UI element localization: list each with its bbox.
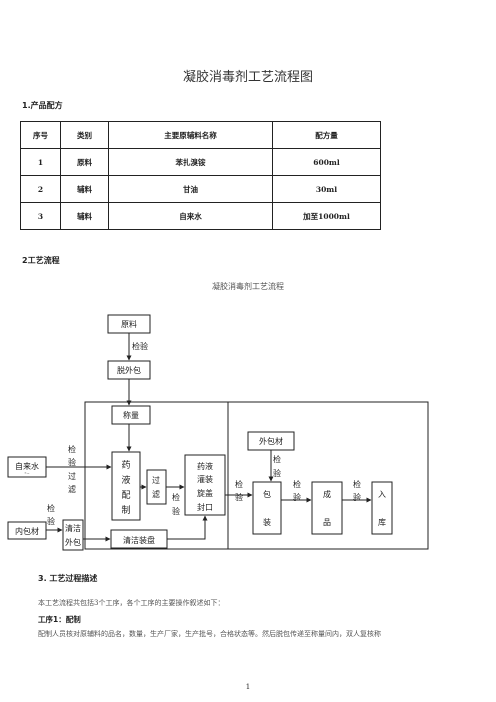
inspect-char: 检	[353, 479, 361, 489]
table-cell: 苯扎溴铵	[108, 148, 273, 176]
fill-label: 灌装	[197, 474, 213, 484]
table-cell: 甘油	[108, 175, 273, 203]
table-row: 2 辅料 甘油 30ml	[20, 175, 381, 203]
tap-water-sub-label: *~	[24, 471, 29, 476]
inner-pack-label: 内包材	[15, 526, 39, 536]
tap-water-label: 自来水	[15, 461, 39, 471]
mix-char: 制	[121, 504, 130, 516]
inspect-filter-char: 滤	[68, 484, 76, 494]
mix-char: 配	[121, 490, 130, 501]
column-header: 主要原辅料名称	[108, 121, 273, 149]
inspect-char: 验	[293, 492, 301, 502]
table-row: 3 辅料 自来水 加至1000ml	[20, 202, 381, 230]
fill-label: 药液	[197, 461, 213, 471]
table-header-row: 序号 类别 主要原辅料名称 配方量	[20, 121, 381, 149]
table-cell: 辅料	[60, 202, 109, 230]
clean-outer-label: 外包	[65, 537, 81, 547]
inspect-char: 验	[273, 468, 281, 478]
inspect-char: 检	[172, 492, 180, 502]
clean-dry-label: 清洁装盘	[123, 535, 155, 545]
pack-char: 包	[263, 489, 271, 499]
inspect-char: 检	[235, 479, 243, 489]
inspect-char: 检	[273, 454, 281, 464]
table-cell: 2	[20, 175, 61, 203]
product-char: 品	[323, 518, 331, 527]
fill-label: 封口	[197, 502, 213, 512]
page-number: 1	[245, 683, 251, 691]
column-header: 配方量	[272, 121, 381, 149]
filter-char: 滤	[152, 489, 160, 499]
table-cell: 辅料	[60, 175, 109, 203]
filter-char: 过	[152, 475, 160, 485]
table-cell: 1	[20, 148, 61, 176]
section-heading-process: 2工艺流程	[22, 256, 60, 265]
packaging-area-frame	[227, 401, 429, 550]
inspect-char: 检	[47, 503, 55, 513]
process-flow-diagram: 原料 检验 脱外包 称量 自来水 *~ 内包材 检 验 过 滤 检 验 清洁 外…	[7, 314, 429, 551]
product-char: 成	[323, 489, 331, 499]
diagram-title: 凝胶消毒剂工艺流程	[212, 282, 284, 291]
step-heading: 工序1：配制	[38, 615, 81, 624]
inspect-char: 验	[47, 516, 55, 526]
store-char: 库	[378, 517, 386, 527]
mix-char: 液	[121, 474, 130, 486]
formula-table: 序号 类别 主要原辅料名称 配方量 1 原料 苯扎溴铵 600ml 2 辅料 甘…	[20, 121, 381, 230]
clean-outer-label: 清洁	[65, 523, 81, 533]
fill-box	[184, 454, 226, 516]
raw-material-label: 原料	[121, 319, 137, 329]
table-cell: 30ml	[272, 175, 381, 203]
document-title: 凝胶消毒剂工艺流程图	[182, 70, 313, 85]
store-char: 入	[378, 490, 386, 499]
clean-outer-box	[62, 519, 84, 551]
inspect-label: 检验	[132, 341, 148, 351]
pack-box	[252, 481, 282, 535]
section-heading-description: 3. 工艺过程描述	[38, 574, 98, 583]
inspect-filter-char: 过	[68, 471, 76, 481]
weigh-box	[111, 405, 151, 425]
store-box	[371, 481, 393, 535]
product-box	[311, 481, 343, 535]
column-header: 序号	[20, 121, 61, 149]
table-cell: 3	[20, 202, 61, 230]
inspect-char: 验	[353, 492, 361, 502]
mix-box	[111, 451, 141, 521]
table-row: 1 原料 苯扎溴铵 600ml	[20, 148, 381, 176]
inspect-filter-char: 验	[68, 457, 76, 467]
table-cell: 加至1000ml	[272, 202, 381, 230]
weigh-label: 称量	[123, 410, 139, 420]
table-cell: 原料	[60, 148, 109, 176]
paragraph: 配制人员核对原辅料的品名，数量，生产厂家，生产批号，合格状态等。然后脱包传递至称…	[38, 630, 381, 638]
inspect-filter-char: 检	[68, 444, 76, 454]
pack-char: 装	[263, 517, 271, 527]
inspect-char: 验	[172, 506, 180, 516]
column-header: 类别	[60, 121, 109, 149]
inspect-char: 检	[293, 479, 301, 489]
paragraph: 本工艺流程共包括3个工序，各个工序的主要操作叙述如下：	[38, 599, 225, 607]
section-heading-formula: 1.产品配方	[22, 101, 63, 110]
mix-char: 药	[121, 460, 130, 471]
table-cell: 自来水	[108, 202, 273, 230]
unpack-label: 脱外包	[117, 365, 141, 375]
inspect-char: 验	[235, 492, 243, 502]
outer-pack-label: 外包材	[259, 436, 283, 446]
table-cell: 600ml	[272, 148, 381, 176]
fill-label: 旋盖	[197, 488, 213, 498]
